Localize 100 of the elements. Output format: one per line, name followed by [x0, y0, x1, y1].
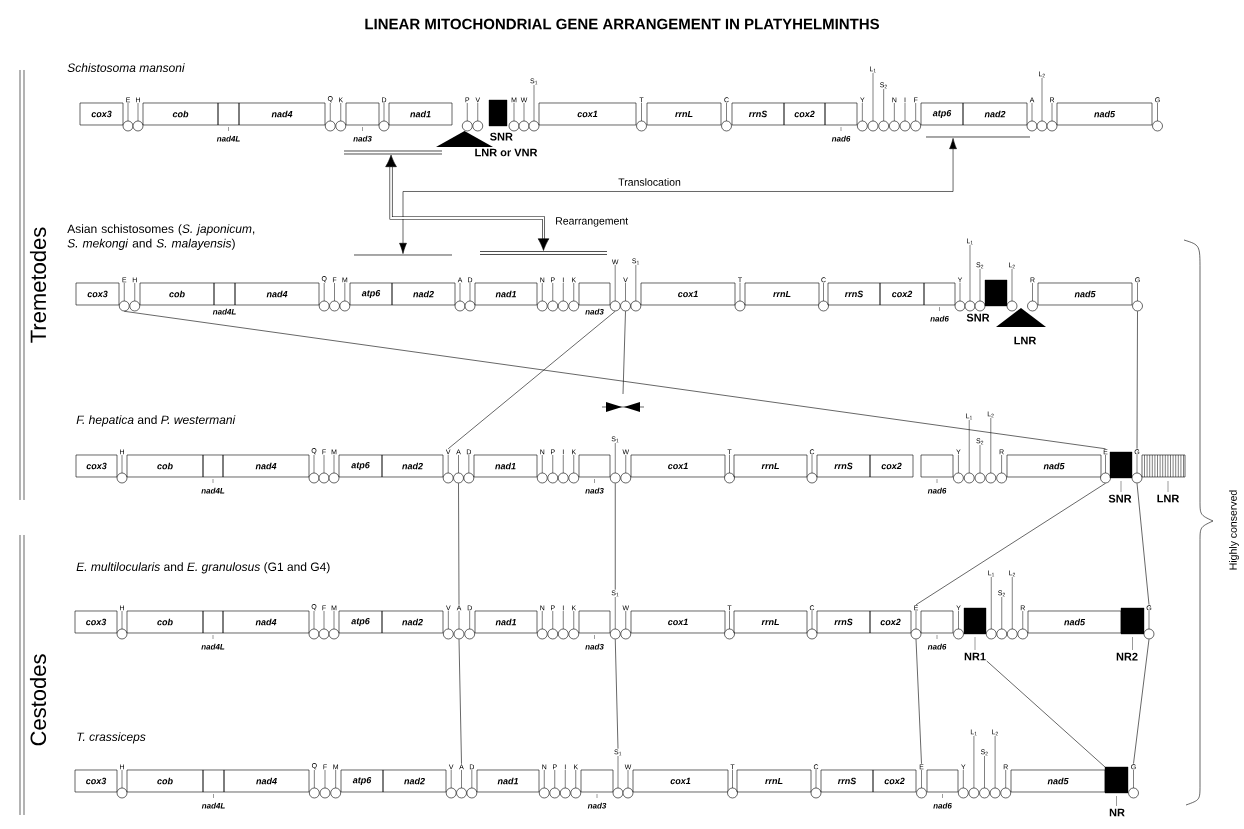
striped-region: LNR	[1141, 454, 1186, 503]
connector-line	[986, 660, 1106, 768]
gene-box: rrnS	[827, 282, 881, 306]
gene-box: cox2	[869, 454, 914, 478]
species-name: Asian schistosomes (S. japonicum, S. mekongi and S. malayensis)	[67, 224, 255, 250]
node-label: nad6	[930, 315, 949, 322]
node-label: NR2	[1116, 652, 1138, 661]
gene-box: cox2	[783, 102, 826, 126]
bracket-line	[343, 150, 443, 155]
gene-box: cox1	[630, 610, 726, 634]
gene-box: cox2	[879, 282, 925, 306]
noncoding-region: SNR	[1108, 451, 1133, 503]
brace-label: Highly conserved	[1229, 490, 1239, 570]
gene-box: rrnL	[736, 769, 812, 793]
group-label: Tremetodes	[29, 227, 47, 343]
connector-line	[622, 311, 626, 395]
gene-box: rrnS	[816, 610, 871, 634]
gene-box: nad4L	[201, 769, 225, 809]
node-label: LNR	[1014, 336, 1037, 345]
gene-box: nad2	[381, 610, 444, 634]
gene-box: cob	[126, 769, 204, 793]
gene-box: rrnL	[733, 610, 808, 634]
gene-box: cob	[142, 102, 219, 126]
gene-box: nad1	[388, 102, 453, 126]
gene-box: rrnS	[820, 769, 874, 793]
species-name: T. crassiceps	[77, 732, 146, 744]
gene-box: nad4L	[201, 454, 225, 494]
node-label: SNR	[966, 313, 990, 322]
gene-box: atp6	[349, 282, 393, 306]
gene-box: cox3	[74, 769, 118, 793]
node-label: LNR	[1157, 494, 1180, 503]
gene-box: nad5	[1006, 454, 1102, 478]
gene-box: atp6	[340, 769, 384, 793]
node-label: nad3	[585, 487, 604, 494]
bracket-line	[353, 254, 453, 256]
gene-box: atp6	[338, 454, 383, 478]
gene-box: nad3	[580, 769, 614, 809]
gene-box: nad3	[578, 282, 611, 315]
connector-line	[614, 639, 619, 749]
gene-box: nad1	[474, 282, 538, 306]
gene-box: cox2	[869, 610, 912, 634]
gene-box: nad4L	[212, 282, 236, 315]
noncoding-region: NR	[1104, 766, 1129, 817]
gene-box: nad4	[234, 282, 320, 306]
gene-box: nad1	[473, 454, 538, 478]
gene-box: rrnL	[733, 454, 808, 478]
gene-box: cob	[139, 282, 215, 306]
connector-line	[915, 483, 1106, 606]
node-label: nad4L	[201, 643, 225, 650]
node-label: nad4L	[212, 308, 236, 315]
gene-box: cob	[126, 610, 204, 634]
connector-line	[1136, 311, 1138, 449]
gene-box: nad4L	[201, 610, 225, 650]
gene-box: cox1	[632, 769, 729, 793]
gene-box: nad6	[920, 610, 954, 650]
gene-box: rrnS	[731, 102, 785, 126]
gene-box: nad1	[476, 769, 540, 793]
group-label: Cestodes	[29, 654, 47, 746]
gene-box: nad2	[391, 282, 456, 306]
gene-box: nad6	[923, 282, 956, 322]
gene-box: nad6	[824, 102, 858, 142]
bracket-line	[925, 136, 1031, 138]
gene-box: nad4L	[216, 102, 240, 142]
gene-box: cox1	[538, 102, 637, 126]
gene-box: nad3	[578, 610, 611, 650]
gene-box: cox1	[630, 454, 726, 478]
species-name: Schistosoma mansoni	[67, 63, 185, 72]
node-label: nad6	[927, 643, 947, 650]
gene-box: nad6	[926, 769, 959, 809]
gene-box: nad4	[222, 454, 310, 478]
gene-box: atp6	[920, 102, 964, 126]
node-label: nad6	[927, 487, 947, 494]
node-label: SNR	[1108, 494, 1132, 503]
gene-box: nad2	[962, 102, 1028, 126]
gene-box: nad4	[238, 102, 326, 126]
connector-line	[458, 639, 462, 765]
gene-box: cox2	[872, 769, 917, 793]
node-label: NR1	[964, 652, 986, 661]
gene-box: nad4	[222, 610, 310, 634]
connector-line	[1136, 483, 1150, 605]
node-label: nad3	[585, 643, 604, 650]
gene-box: nad4	[223, 769, 310, 793]
gene-box: cox3	[75, 282, 120, 306]
gene-box: rrnL	[744, 282, 820, 306]
bracket-line	[479, 251, 608, 255]
node-label: nad3	[585, 308, 604, 315]
gene-box: cob	[126, 454, 204, 478]
connector-line	[123, 311, 1106, 450]
title: LINEAR MITOCHONDRIAL GENE ARRANGEMENT IN PLATYHELMINTHS	[365, 18, 880, 30]
node-label: nad3	[587, 802, 607, 809]
gene-box: nad3	[578, 454, 611, 494]
connector-line	[614, 483, 616, 590]
connector-line	[385, 154, 550, 251]
gene-box: nad6	[920, 454, 954, 494]
connector-line	[458, 483, 460, 606]
gene-box: rrnL	[646, 102, 722, 126]
connector-line	[399, 138, 957, 254]
gene-box: nad1	[474, 610, 538, 634]
connector-line	[915, 639, 922, 765]
node-label: LNR or VNR	[475, 148, 538, 157]
